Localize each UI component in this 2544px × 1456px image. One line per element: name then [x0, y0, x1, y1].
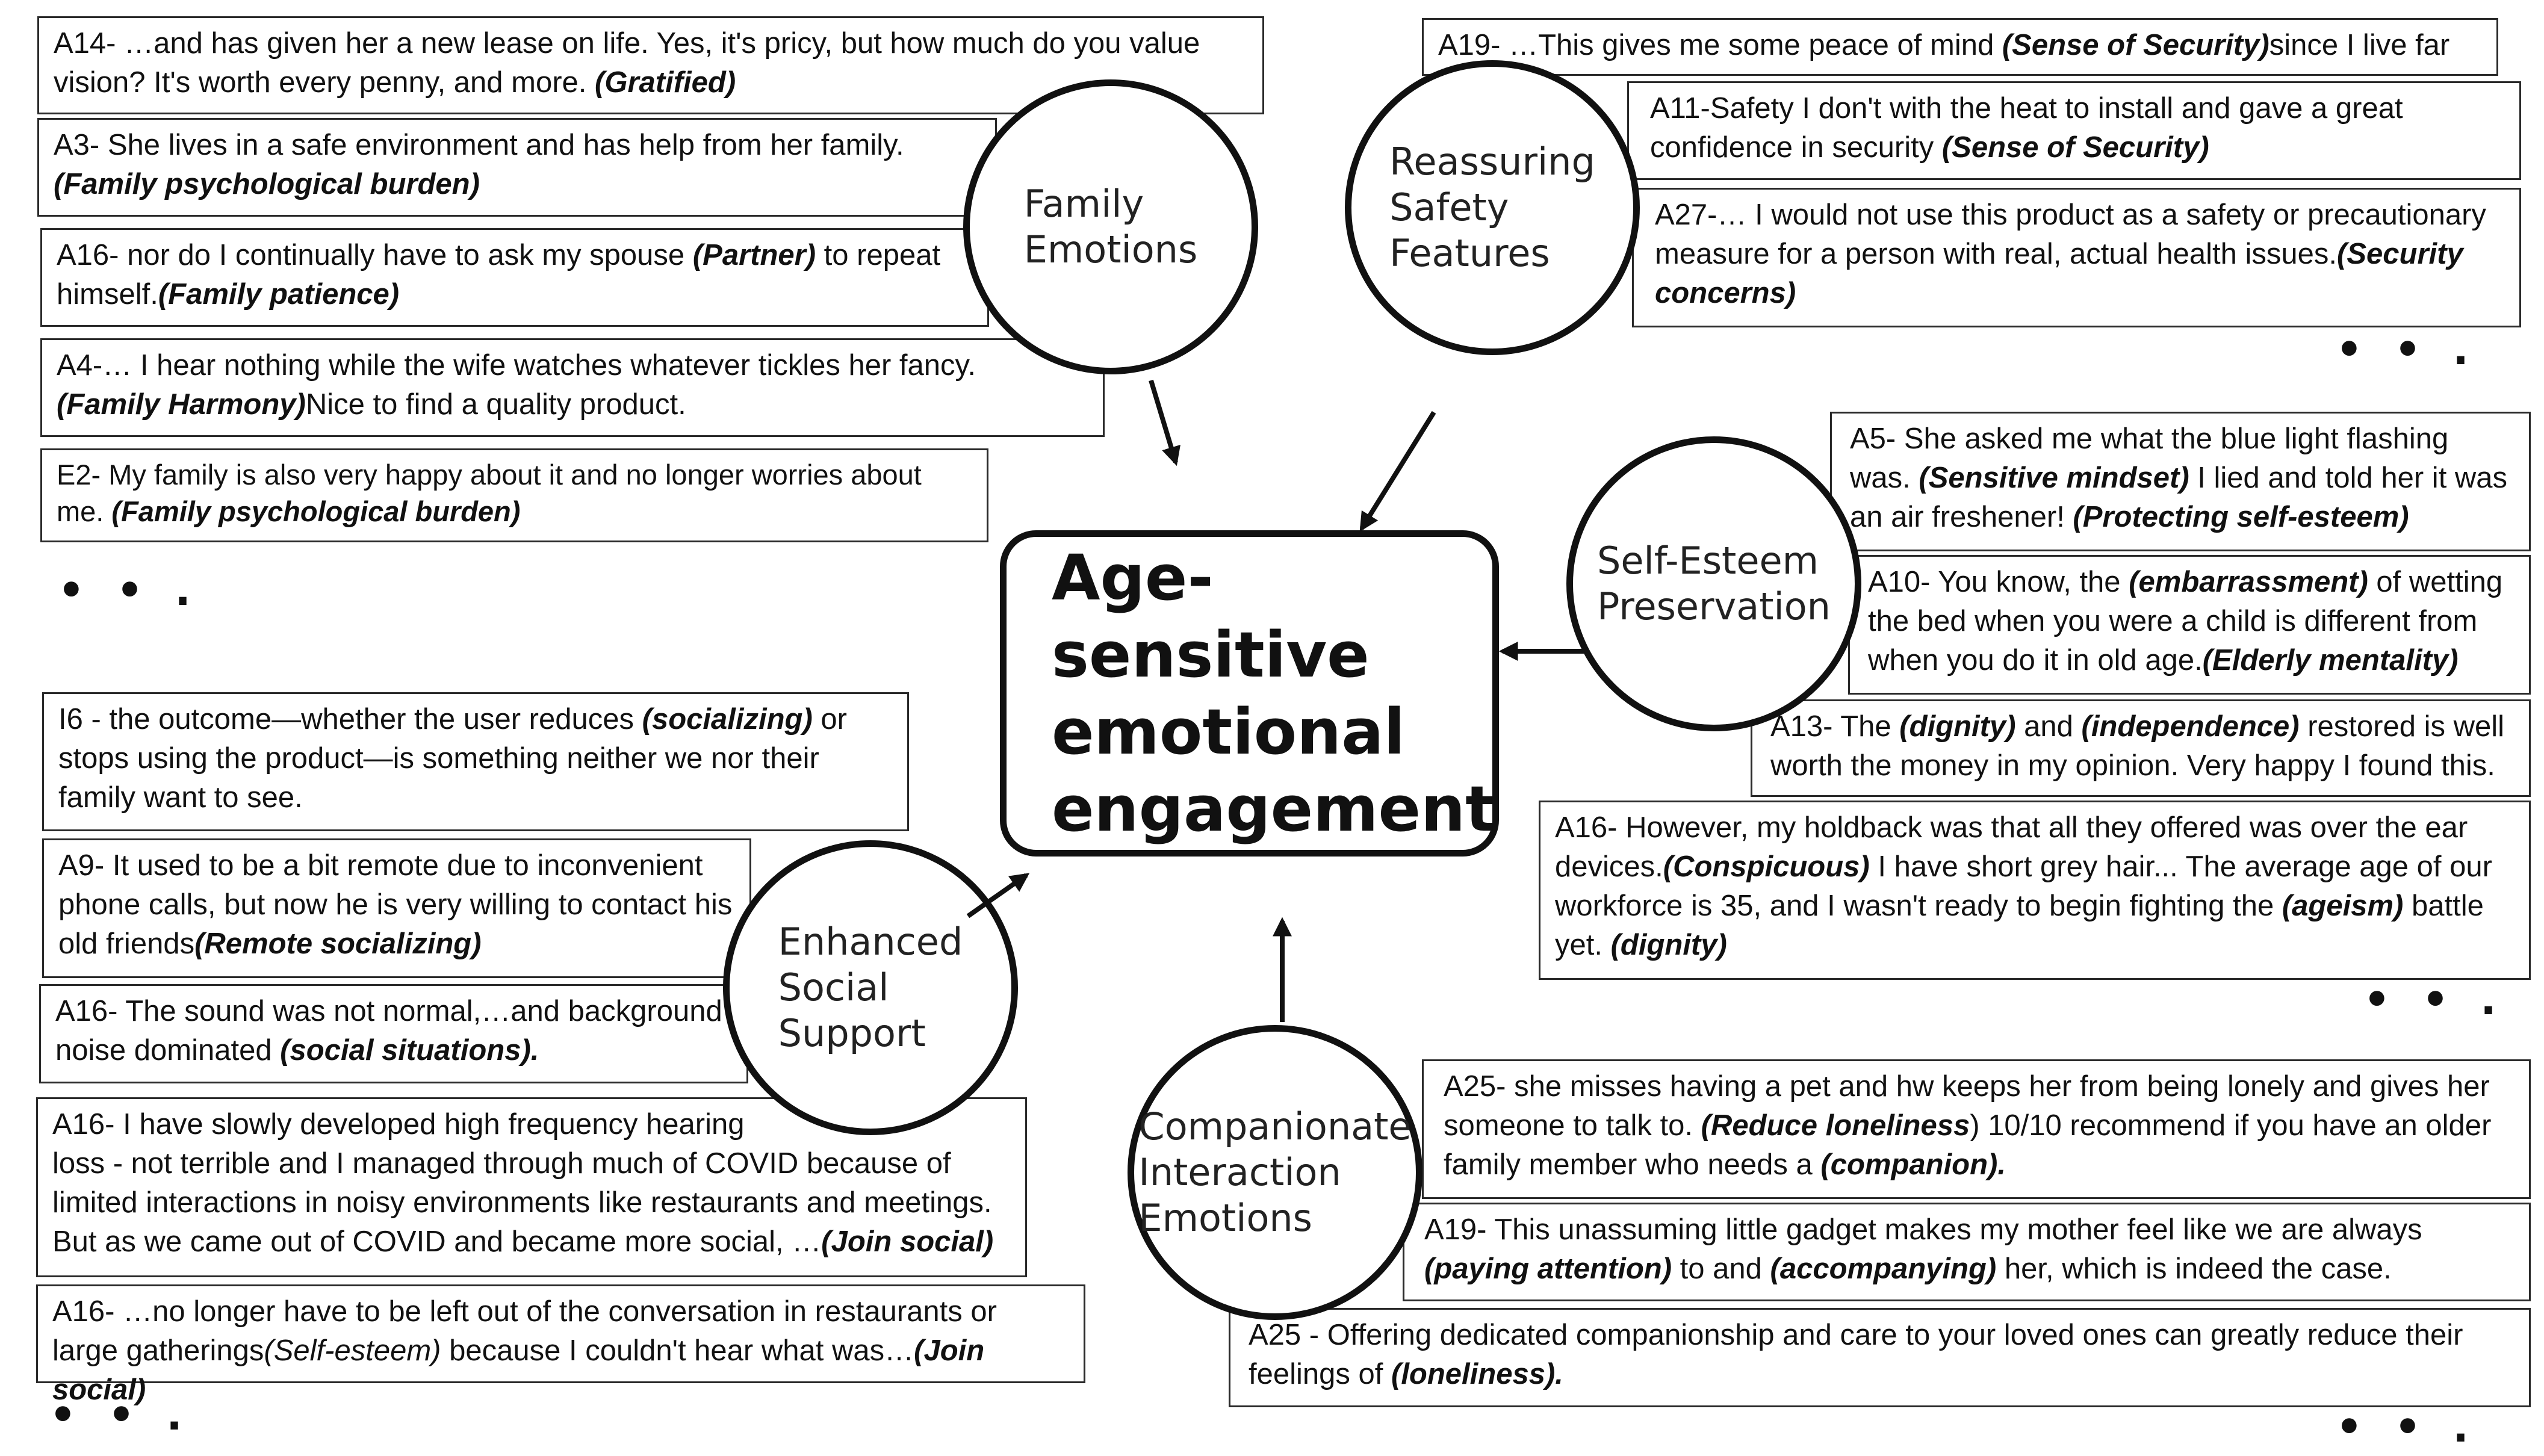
code-label: (Sensitive mindset) [1919, 462, 2189, 494]
quote-box-a9-remote-socializing: A9- It used to be a bit remote due to in… [42, 838, 751, 978]
theme-label: Companionate Interaction Emotions [1138, 1104, 1412, 1240]
code-label: (Family psychological burden) [54, 168, 480, 200]
quote-box-a14-gratified: A14- …and has given her a new lease on l… [37, 16, 1264, 114]
code-label: (Elderly mentality) [2202, 644, 2459, 677]
theme-circle-family-emotions: Family Emotions [963, 79, 1258, 374]
ellipsis-companion: • • . [2336, 1402, 2477, 1452]
theme-circle-self-esteem: Self-Esteem Preservation [1566, 436, 1861, 731]
code-label: (Sense of Security) [2002, 29, 2269, 61]
code-label: (ageism) [2282, 890, 2404, 922]
quote-box-a10-embarrassment: A10- You know, the (embarrassment) of we… [1848, 555, 2531, 695]
quote-box-a19-accompanying: A19- This unassuming little gadget makes… [1403, 1203, 2531, 1301]
quote-box-a4-family-harmony: A4-… I hear nothing while the wife watch… [40, 338, 1105, 437]
code-label: (paying attention) [1424, 1253, 1672, 1285]
code-label: (accompanying) [1770, 1253, 1997, 1285]
code-label: (Protecting self-esteem) [2073, 501, 2409, 533]
code-label: (independence) [2081, 710, 2300, 743]
code-label: (Sense of Security) [1941, 131, 2209, 164]
code-label: (Self-esteem) [264, 1334, 441, 1367]
code-label: (dignity) [1610, 929, 1727, 961]
theme-circle-reassuring-safety: Reassuring Safety Features [1345, 60, 1640, 355]
code-label: (Partner) [692, 239, 816, 271]
quote-box-a25-reduce-loneliness: A25- she misses having a pet and hw keep… [1422, 1059, 2531, 1199]
quote-box-i6-socializing: I6 - the outcome—whether the user reduce… [42, 692, 909, 831]
code-label: (Join social) [52, 1334, 985, 1406]
theme-label: Reassuring Safety Features [1389, 140, 1595, 275]
code-label: (loneliness). [1391, 1358, 1563, 1390]
central-concept-title: Age-sensitive emotional engagement [1052, 541, 1495, 846]
code-label: (companion). [1820, 1148, 2006, 1181]
code-label: (Remote socializing) [194, 928, 482, 960]
code-label: (Reduce loneliness [1701, 1109, 1970, 1142]
code-label: (Security concerns) [1655, 238, 2463, 309]
ellipsis-safety: • • . [2336, 325, 2477, 374]
code-label: (dignity) [1899, 710, 2016, 743]
theme-circle-companionate: Companionate Interaction Emotions [1128, 1025, 1422, 1320]
code-label: (Conspicuous) [1663, 850, 1870, 883]
arrow-safety [1359, 410, 1436, 532]
code-label: (socializing) [642, 703, 813, 736]
quote-box-a27-security-concerns: A27-… I would not use this product as a … [1632, 188, 2521, 327]
code-label: (Family patience) [158, 278, 400, 311]
quote-box-a11-sense-of-security: A11-Safety I don't with the heat to inst… [1627, 81, 2521, 180]
quote-box-a3-family-burden: A3- She lives in a safe environment and … [37, 118, 997, 217]
theme-circle-social-support: Enhanced Social Support [723, 840, 1018, 1135]
ellipsis-family: • • . [58, 566, 199, 615]
quote-box-a16-social-situations: A16- The sound was not normal,…and backg… [39, 984, 748, 1083]
quote-box-a5-sensitive-mindset: A5- She asked me what the blue light fla… [1830, 412, 2531, 551]
code-label: (Family Harmony) [57, 388, 306, 421]
code-label: (Gratified) [595, 66, 736, 99]
code-label: (embarrassment) [2129, 566, 2368, 598]
code-label: (social situations). [280, 1034, 539, 1067]
code-label: (Join social) [821, 1225, 994, 1258]
ellipsis-social: • • . [49, 1390, 191, 1440]
quote-box-a16-family-patience: A16- nor do I continually have to ask my… [40, 228, 989, 327]
quote-box-a13-dignity: A13- The (dignity) and (independence) re… [1751, 699, 2531, 797]
quote-box-a19-sense-of-security: A19- …This gives me some peace of mind (… [1422, 18, 2498, 76]
code-label: (Family psychological burden) [111, 495, 521, 527]
theme-label: Family Emotions [1023, 182, 1198, 271]
quote-box-a25-loneliness: A25 - Offering dedicated companionship a… [1229, 1308, 2531, 1407]
ellipsis-selfesteem: • • . [2363, 975, 2505, 1024]
quote-box-a16-self-esteem-join-social: A16- …no longer have to be left out of t… [36, 1284, 1085, 1406]
theme-label: Self-Esteem Preservation [1597, 539, 1831, 628]
central-concept-box: Age-sensitive emotional engagement [1000, 530, 1499, 857]
arrow-family [1149, 379, 1180, 466]
quote-box-e2-family-burden: E2- My family is also very happy about i… [40, 448, 988, 542]
quote-box-a16-ageism: A16- However, my holdback was that all t… [1539, 801, 2531, 980]
theme-label: Enhanced Social Support [778, 920, 963, 1055]
